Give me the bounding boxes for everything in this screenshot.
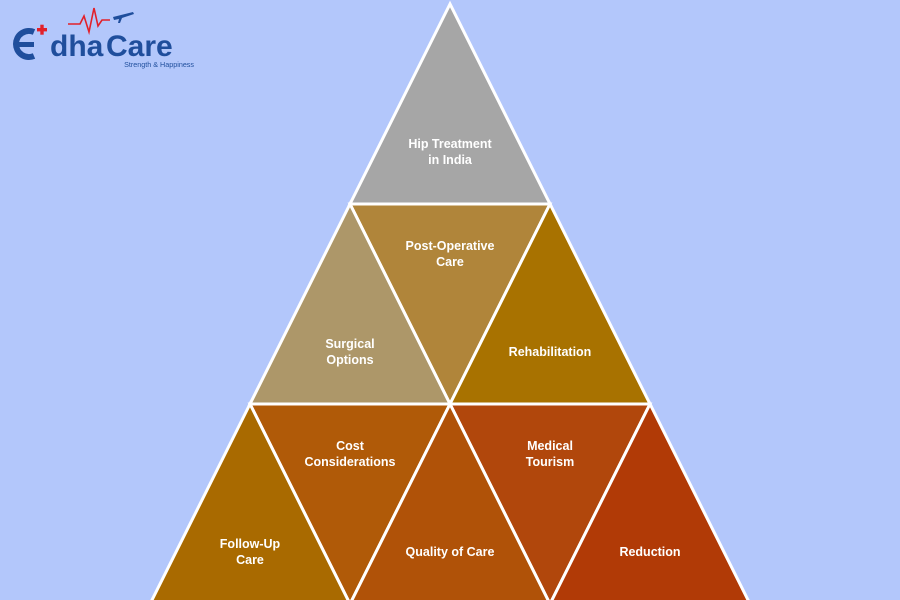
airplane-icon: [113, 12, 134, 23]
logo-e-mark: [13, 24, 47, 60]
logo-tagline: Strength & Happiness: [124, 60, 194, 69]
logo-brand-text-part1: dha: [50, 30, 104, 63]
tile-label-medical-tourism-line-1: Medical: [527, 439, 573, 453]
tile-label-post-operative-care-line-2: Care: [436, 255, 464, 269]
tile-label-medical-tourism-line-2: Tourism: [526, 455, 574, 469]
tile-label-cost-considerations-line-2: Considerations: [305, 455, 396, 469]
tile-label-rehabilitation-line-1: Rehabilitation: [509, 345, 592, 359]
tile-label-surgical-options-line-2: Options: [326, 353, 373, 367]
tile-shape-quality-of-care: [350, 400, 550, 600]
tile-label-follow-up-care-line-2: Care: [236, 553, 264, 567]
tile-label-reduction-line-1: Reduction: [619, 545, 680, 559]
tile-label-hip-treatment-line-2: in India: [428, 153, 473, 167]
tile-shape-reduction: [550, 400, 750, 600]
edhacare-logo: dha Care Strength & Happiness: [13, 7, 194, 69]
tile-quality-of-care: Quality of Care: [350, 400, 550, 600]
tile-shape-hip-treatment: [347, 0, 553, 206]
logo-brand-text-part2: Care: [106, 30, 173, 63]
tile-label-quality-of-care-line-1: Quality of Care: [406, 545, 495, 559]
tile-label-cost-considerations-line-1: Cost: [336, 439, 365, 453]
tile-label-surgical-options-line-1: Surgical: [325, 337, 374, 351]
tile-rehabilitation: Rehabilitation: [447, 200, 653, 406]
tile-shape-follow-up-care: [150, 400, 350, 600]
tile-hip-treatment: Hip Treatment in India: [347, 0, 553, 206]
heartbeat-icon: [68, 7, 110, 36]
tile-label-hip-treatment-line-1: Hip Treatment: [408, 137, 492, 151]
tile-reduction: Reduction: [550, 400, 750, 600]
tile-label-post-operative-care-line-1: Post-Operative: [406, 239, 495, 253]
tile-label-follow-up-care-line-1: Follow-Up: [220, 537, 281, 551]
